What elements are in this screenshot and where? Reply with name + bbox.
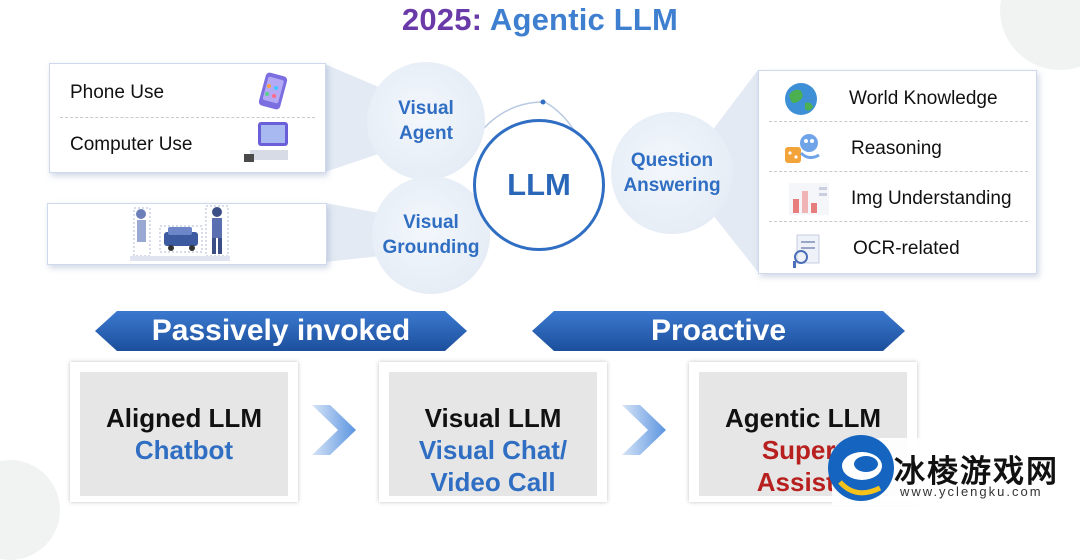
- title-year: 2025:: [401, 2, 483, 37]
- stage-title: Agentic LLM: [725, 403, 881, 433]
- phone-icon: [258, 72, 288, 110]
- stage-visual-llm: Visual LLM Visual Chat/ Video Call: [379, 362, 607, 502]
- watermark-brand: 冰棱游戏网: [894, 454, 1059, 489]
- stage-inner: Visual LLM Visual Chat/ Video Call: [389, 372, 597, 497]
- row-divider: [769, 221, 1028, 222]
- visual-grounding-bubble: Visual Grounding: [372, 176, 490, 294]
- page-title: 2025: Agentic LLM: [0, 2, 1080, 38]
- llm-core-circle: LLM: [473, 119, 605, 251]
- img-understanding-label: Img Understanding: [851, 188, 1012, 209]
- visual-agent-bubble: Visual Agent: [367, 62, 485, 180]
- ocr-icon: [793, 234, 820, 268]
- globe-icon: [785, 83, 817, 115]
- watermark-url: www.yclengku.com: [900, 484, 1043, 499]
- row-divider: [60, 117, 315, 118]
- street-scene-icon: [130, 205, 230, 261]
- phone-use-label: Phone Use: [70, 82, 165, 103]
- reasoning-label: Reasoning: [851, 138, 942, 159]
- image-understanding-icon: [789, 183, 829, 215]
- question-answering-bubble: Question Answering: [611, 112, 733, 234]
- chevron-right-icon: [622, 405, 666, 455]
- title-text: Agentic LLM: [489, 2, 679, 37]
- decorative-circle-bottom-left: [0, 460, 60, 560]
- proactive-banner: Proactive: [532, 311, 905, 351]
- world-knowledge-label: World Knowledge: [849, 88, 998, 109]
- visual-agent-label: Visual Agent: [398, 98, 454, 144]
- grounding-panel: [47, 203, 327, 265]
- chevron-right-icon: [312, 405, 356, 455]
- device-use-panel: Phone Use Computer Use: [49, 63, 326, 173]
- reasoning-icon: [785, 134, 820, 163]
- computer-use-label: Computer Use: [70, 134, 193, 155]
- capabilities-panel: World Knowledge Reasoning Img Understand…: [758, 70, 1037, 274]
- visual-grounding-label: Visual Grounding: [382, 212, 480, 258]
- computer-icon: [244, 122, 288, 162]
- stage-title: Aligned LLM: [106, 403, 262, 433]
- banner-shape: [95, 311, 467, 351]
- question-answering-label: Question Answering: [623, 150, 721, 196]
- stage-subtitle: Chatbot: [134, 435, 234, 465]
- passive-banner: Passively invoked: [95, 311, 467, 351]
- passive-banner-label: Passively invoked: [151, 314, 411, 347]
- stage-inner: Aligned LLM Chatbot: [80, 372, 288, 496]
- llm-core-label: LLM: [507, 167, 571, 202]
- stage-title: Visual LLM: [424, 403, 562, 433]
- proactive-banner-label: Proactive: [650, 314, 787, 347]
- row-divider: [769, 171, 1028, 172]
- ocr-related-label: OCR-related: [853, 238, 960, 259]
- stage-aligned-llm: Aligned LLM Chatbot: [70, 362, 298, 502]
- row-divider: [769, 121, 1028, 122]
- stage-subtitle: Visual Chat/ Video Call: [418, 435, 568, 497]
- watermark-logo-icon: [828, 435, 894, 501]
- banner-shape: [532, 311, 905, 351]
